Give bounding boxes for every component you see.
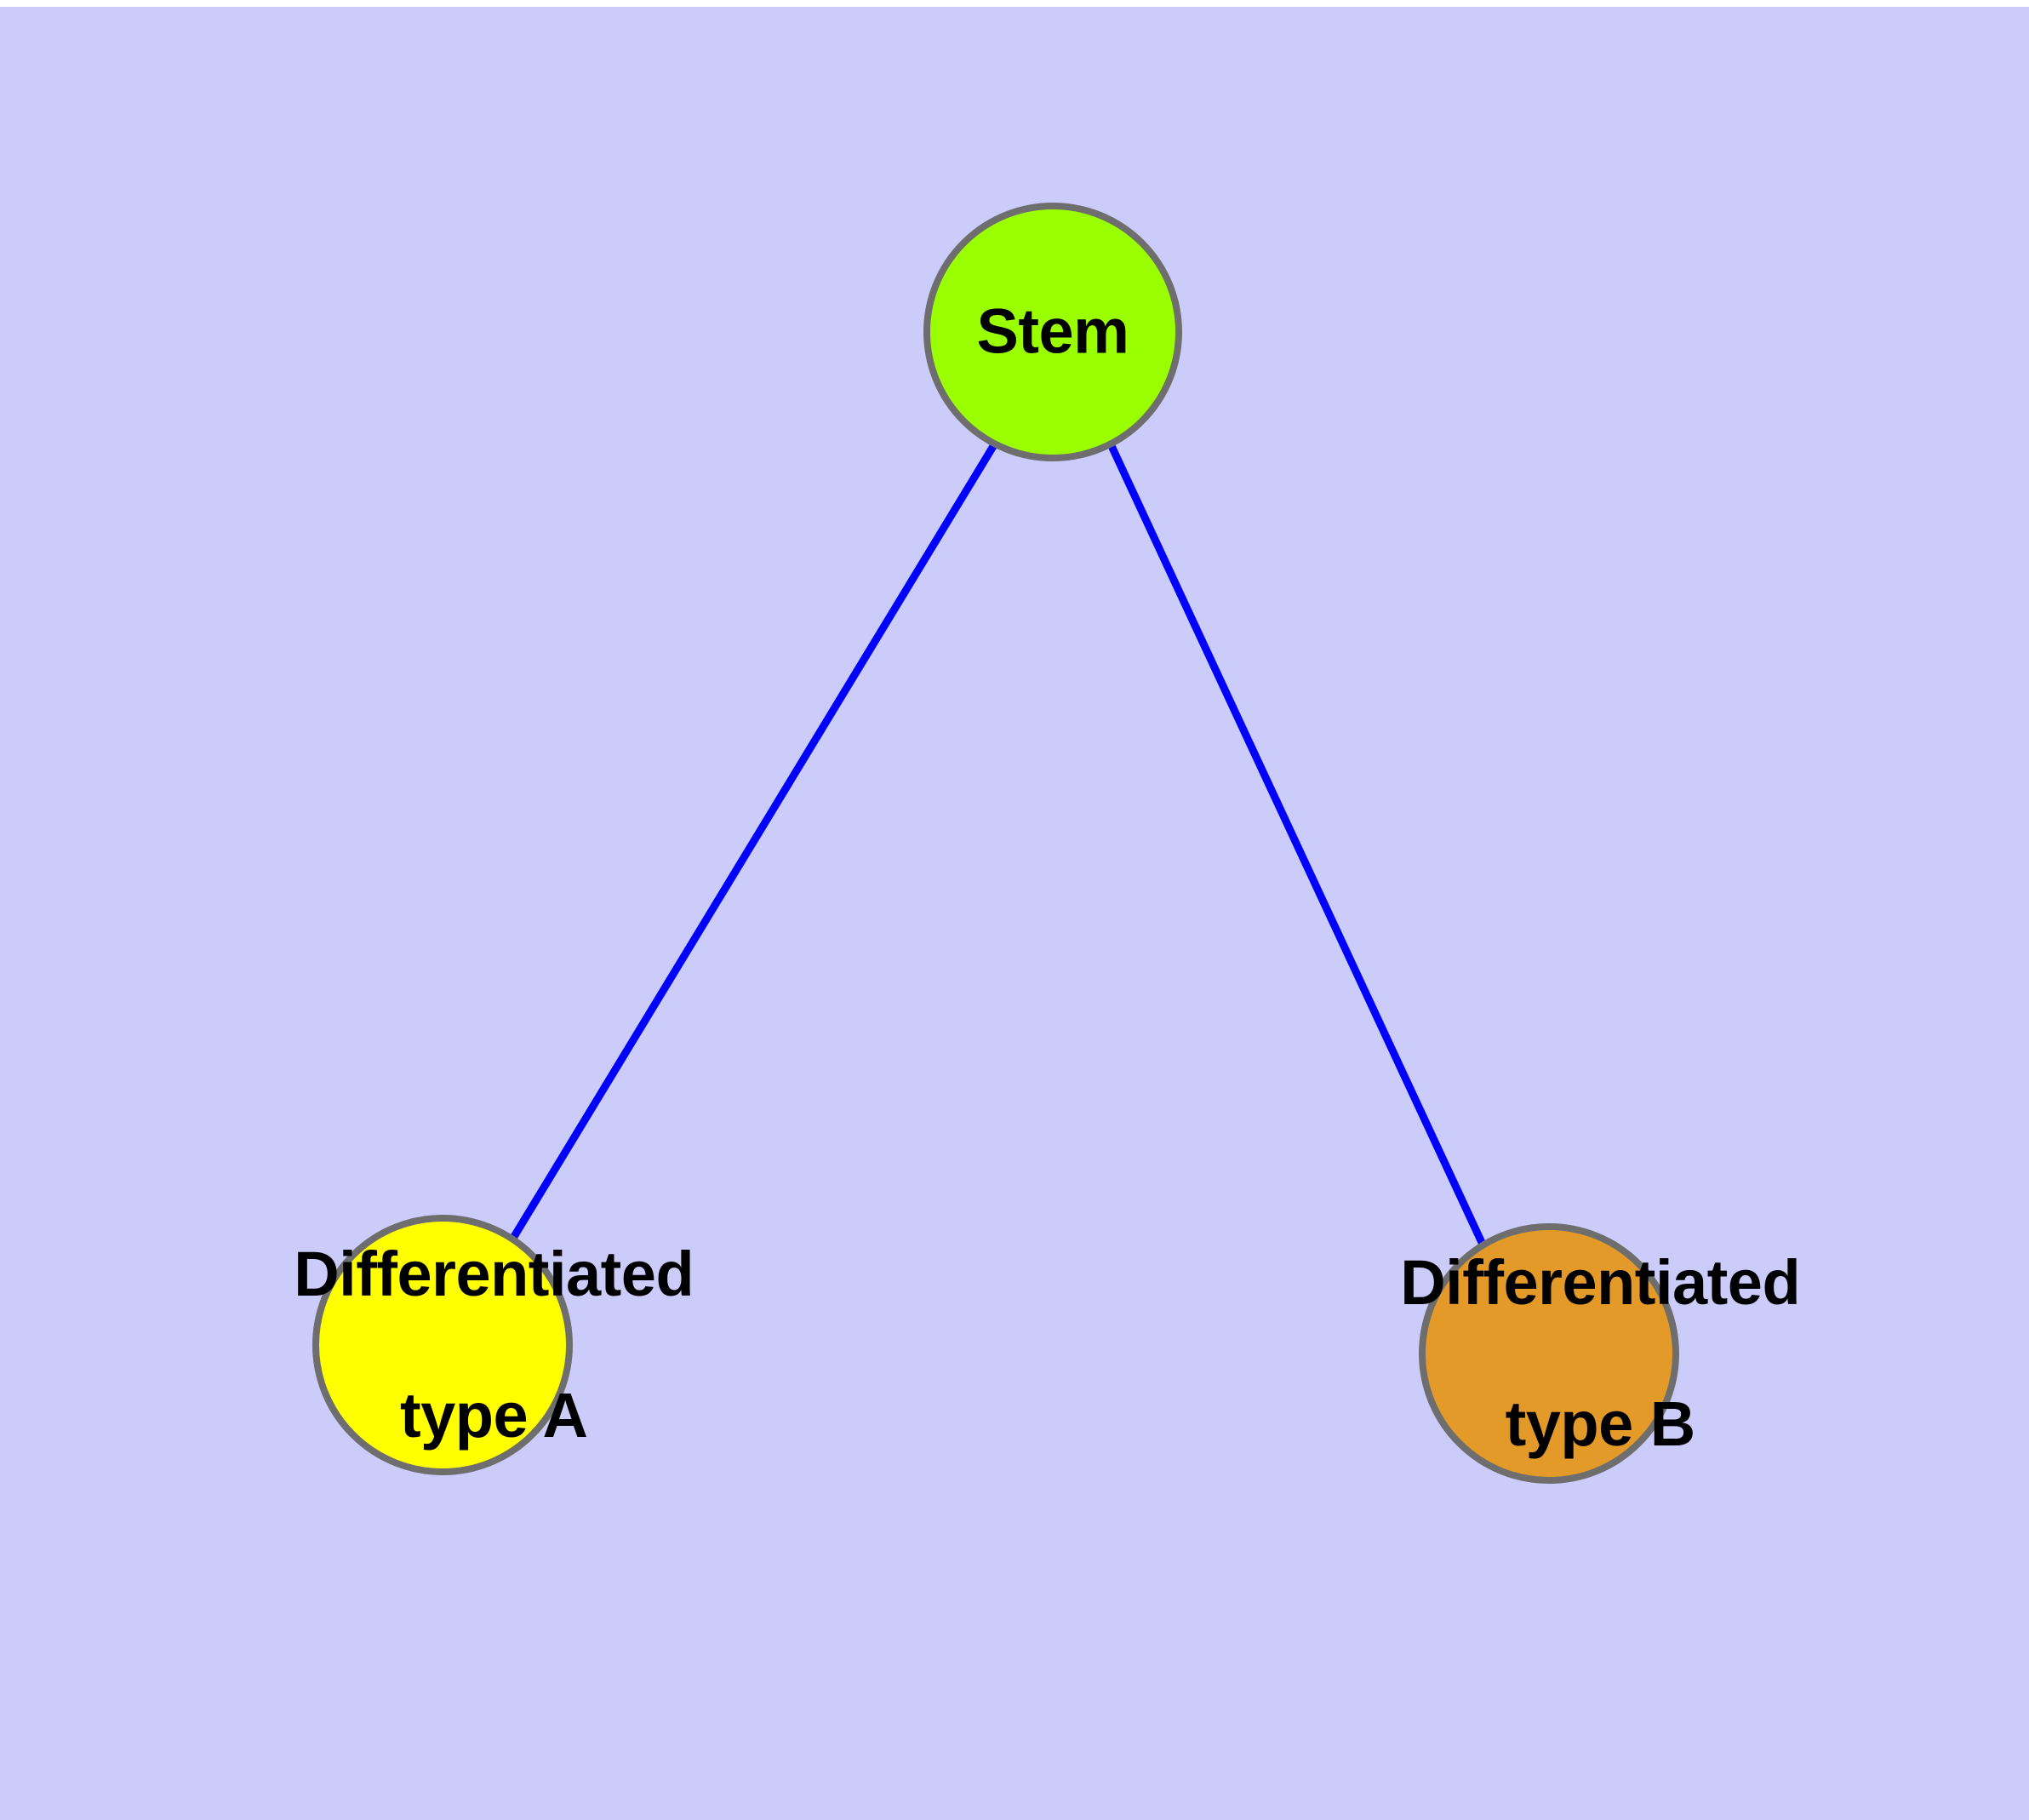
node-layer bbox=[312, 203, 1679, 1484]
diagram-plot-area: Stem Differentiated type A Differentiate… bbox=[0, 7, 2029, 1820]
edge-stem-to-differentiated-type-b[interactable] bbox=[1102, 433, 1500, 1273]
cell-differentiation-graph bbox=[312, 203, 1679, 1484]
edge-stem-to-differentiated-type-a[interactable] bbox=[494, 432, 1003, 1266]
node-differentiated-type-a[interactable] bbox=[312, 1215, 573, 1475]
node-differentiated-type-b[interactable] bbox=[1419, 1223, 1679, 1484]
node-stem[interactable] bbox=[923, 203, 1182, 461]
edge-layer bbox=[494, 432, 1500, 1273]
